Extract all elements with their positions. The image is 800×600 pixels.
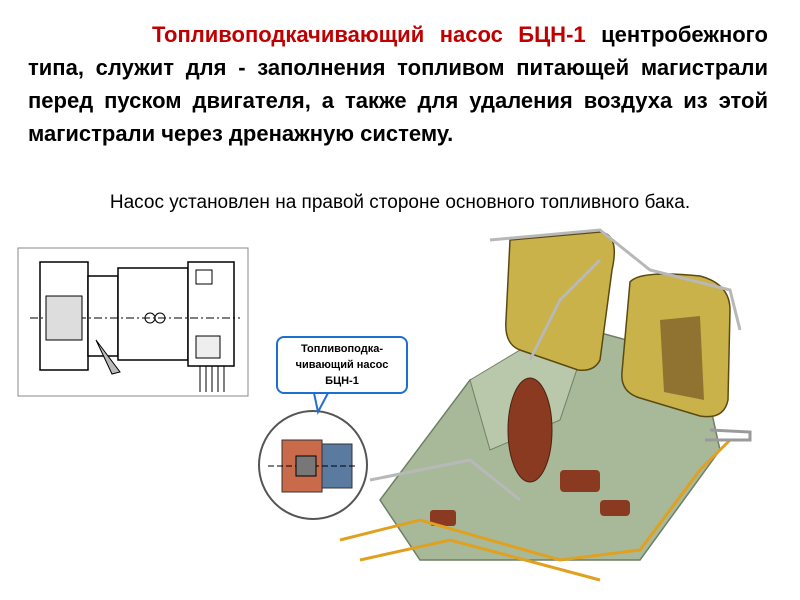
description-paragraph: Топливоподкачивающий насос БЦН-1 центроб…	[28, 18, 768, 150]
installation-note: Насос установлен на правой стороне основ…	[109, 192, 691, 213]
callout-pointer	[312, 392, 330, 415]
callout-line-3: БЦН-1	[325, 375, 359, 387]
fuel-pipelines	[339, 228, 752, 582]
pump-technical-drawing	[17, 247, 249, 397]
pump-illustration	[17, 228, 752, 582]
callout-line-1: Топливоподка-	[301, 343, 383, 355]
pump-inset-detail	[258, 410, 368, 520]
callout-line-2: чивающий насос	[295, 359, 389, 371]
pump-callout: Топливоподка- чивающий насос БЦН-1	[276, 336, 408, 394]
pump-name-highlight: Топливоподкачивающий насос БЦН-1	[152, 22, 586, 47]
description-text: центробежного типа, служит для - заполне…	[28, 22, 768, 146]
